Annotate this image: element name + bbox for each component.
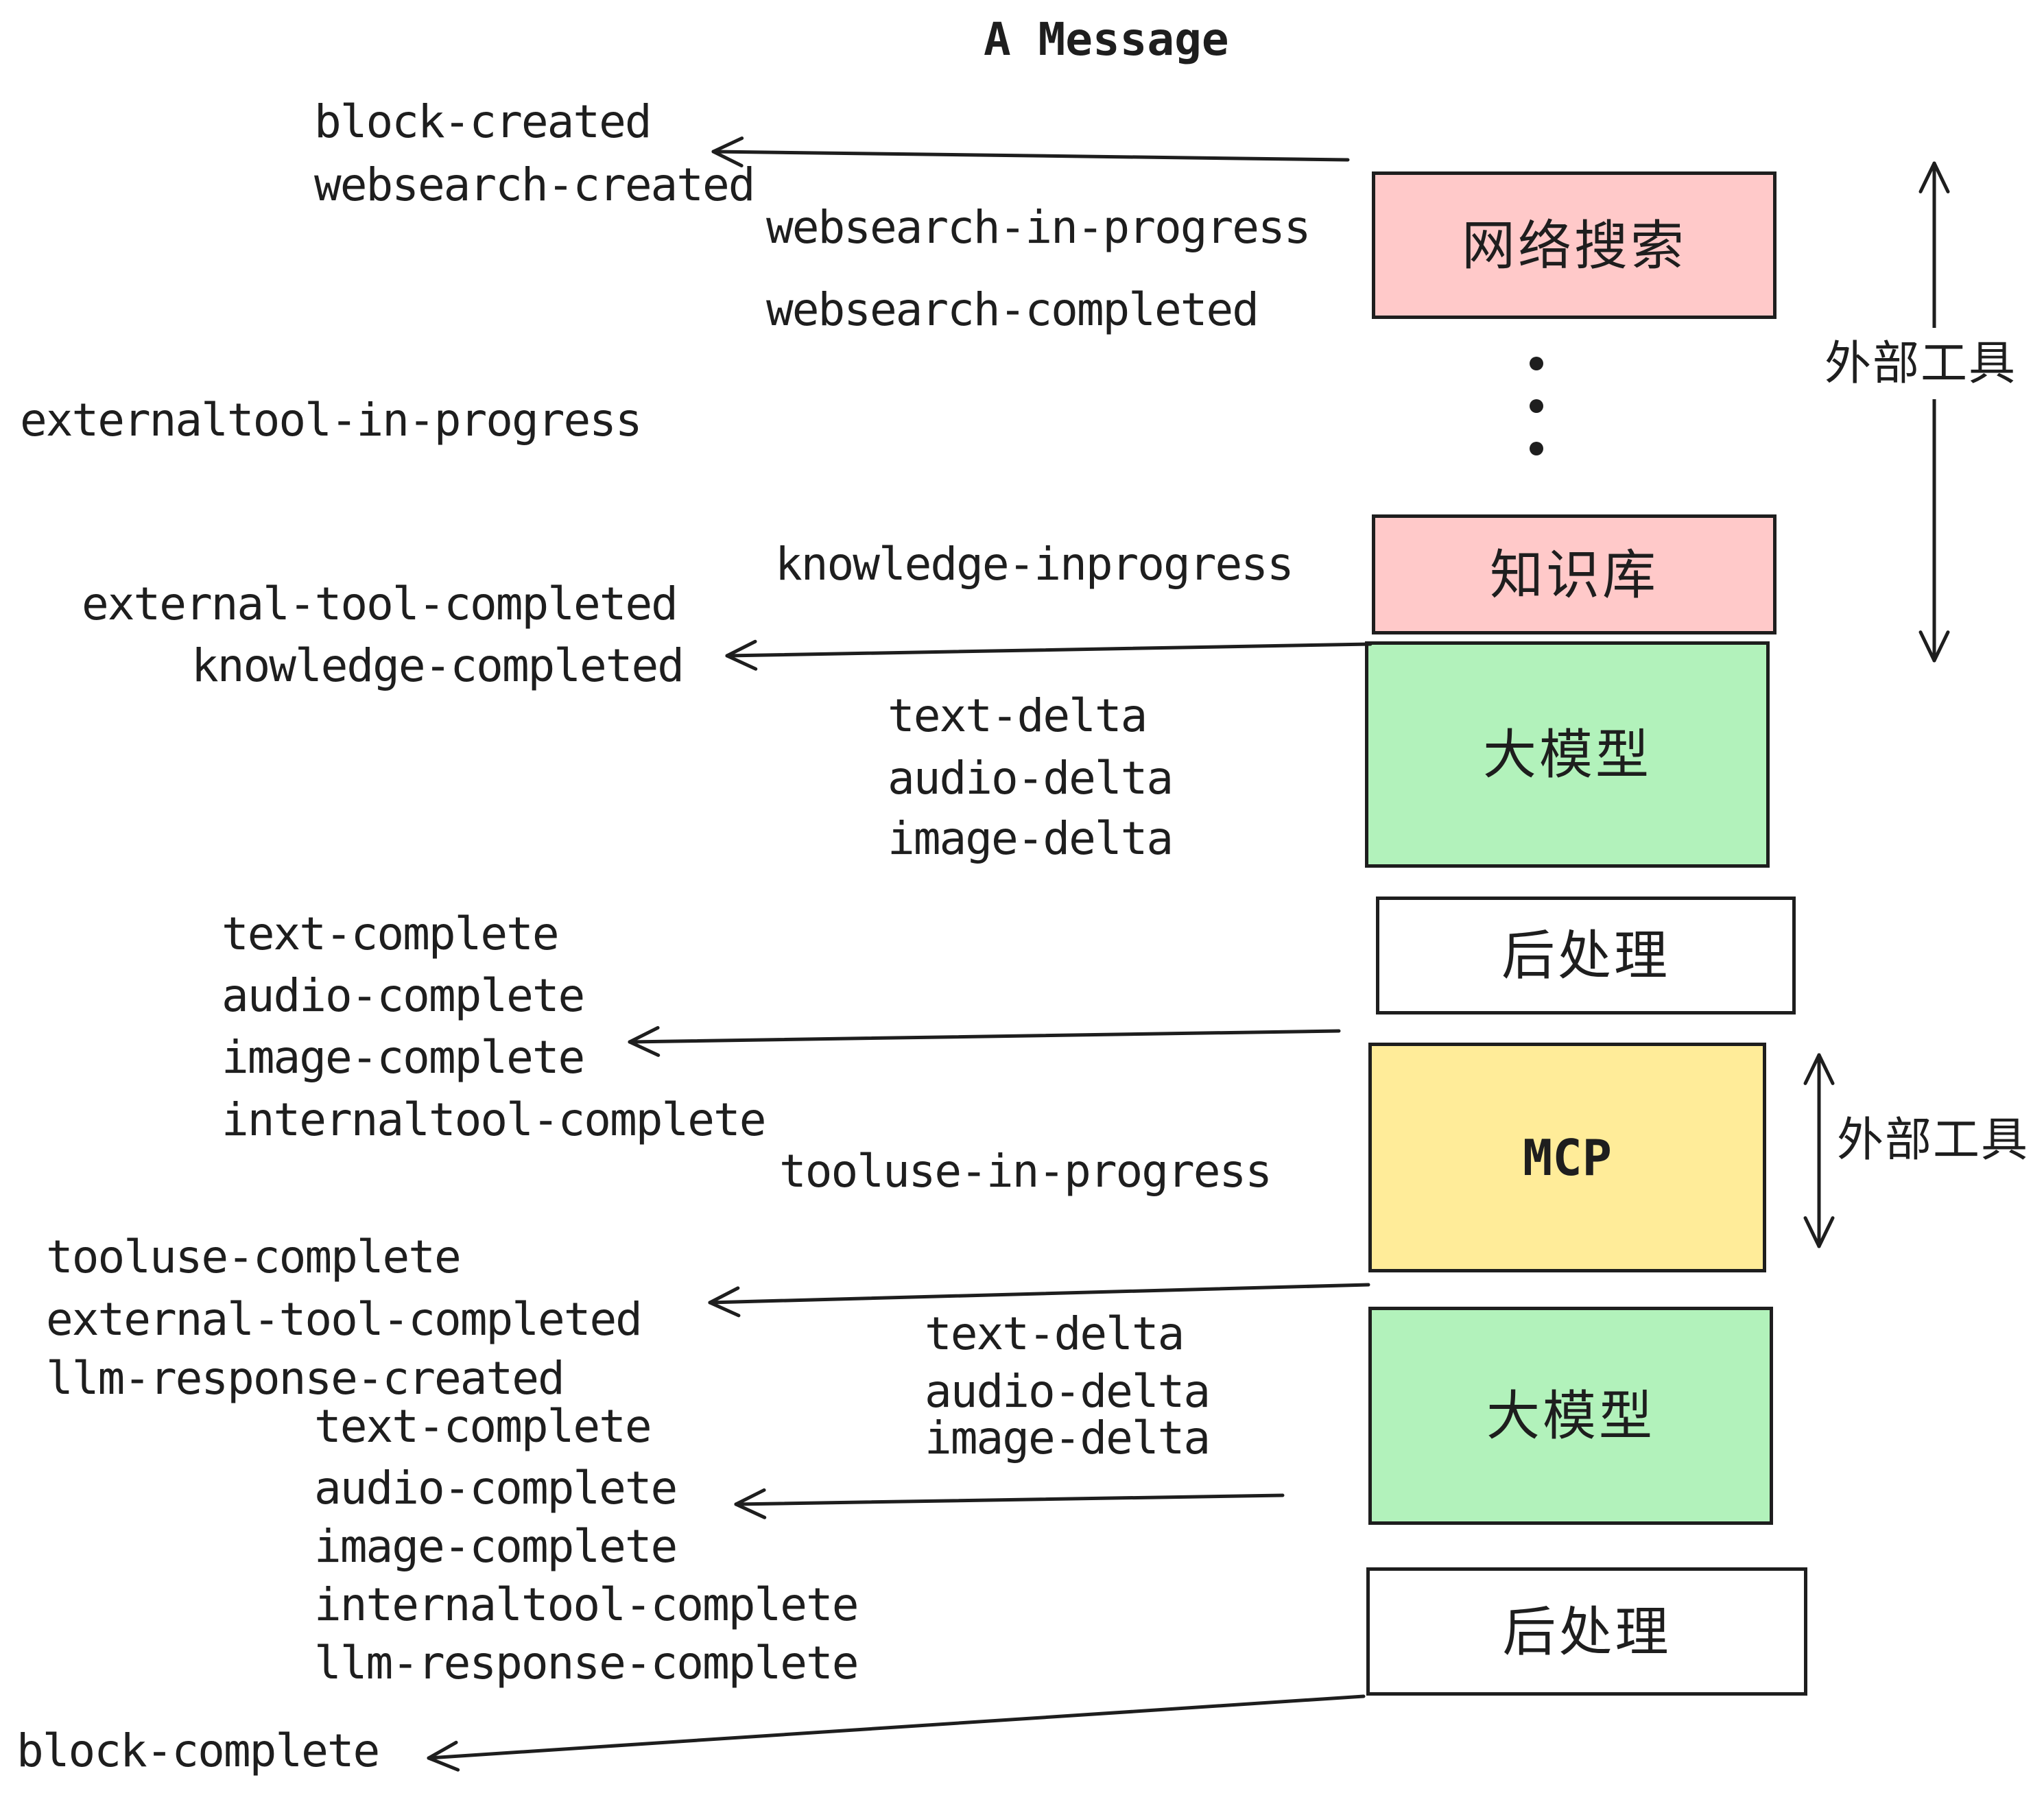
event-label-image-complete-2: image-complete [314,1520,678,1573]
external-tools-span-2-head [1817,1216,1835,1248]
external-tools-label-1: 外部工具 [1822,328,2020,399]
event-label-external-tool-completed-2: external-tool-completed [46,1293,643,1346]
event-label-websearch-in-progress: websearch-in-progress [766,201,1311,254]
ellipsis-dot [1530,357,1543,370]
arrow-to-audio-complete-head [734,1488,766,1506]
event-label-knowledge-completed: knowledge-completed [191,639,685,692]
ellipsis-dot [1530,442,1543,455]
event-label-llm-response-complete: llm-response-complete [314,1637,859,1689]
event-label-externaltool-in-progress: externaltool-in-progress [20,394,643,447]
event-label-text-delta-2: text-delta [925,1307,1185,1360]
arrow-to-block-created-head [711,137,744,154]
event-label-block-complete: block-complete [16,1724,380,1777]
box-postprocess-2-label: 后处理 [1502,1601,1672,1662]
event-label-text-complete-2: text-complete [314,1400,652,1453]
arrow-to-knowledge-completed-head [725,654,758,671]
box-mcp: MCP [1368,1043,1766,1272]
event-label-llm-response-created: llm-response-created [46,1352,565,1405]
external-tools-span-1-head [1932,630,1950,663]
box-mcp-label: MCP [1522,1128,1613,1187]
external-tools-span-1-head [1918,161,1936,193]
arrow-to-tooluse-complete-head [708,1301,741,1318]
arrow-to-audio-complete-line [734,1493,1285,1506]
arrow-to-tooluse-complete-head [708,1286,740,1305]
arrow-to-knowledge-completed-head [725,639,757,658]
event-label-knowledge-inprogress: knowledge-inprogress [775,538,1294,591]
external-tools-span-1-head [1932,161,1950,193]
event-label-tooluse-in-progress: tooluse-in-progress [779,1145,1272,1198]
ellipsis-dot [1530,399,1543,413]
arrow-to-image-complete-head [628,1025,660,1044]
box-postprocess-1-label: 后处理 [1501,925,1670,986]
event-label-audio-delta-1: audio-delta [888,752,1174,805]
box-knowledge: 知识库 [1372,514,1776,634]
event-label-websearch-created: websearch-created [314,158,756,211]
arrow-to-audio-complete-head [734,1502,767,1519]
external-tools-span-2-head [1803,1216,1821,1248]
external-tools-span-2-head [1817,1053,1835,1085]
event-label-image-complete-1: image-complete [222,1031,585,1084]
box-llm-2-label: 大模型 [1486,1386,1655,1446]
event-label-websearch-completed: websearch-completed [766,283,1259,336]
arrow-to-block-complete-head [427,1740,458,1760]
arrow-to-tooluse-complete-line [708,1283,1370,1305]
event-label-internaltool-complete-2: internaltool-complete [314,1578,859,1631]
arrow-to-image-complete-line [628,1029,1341,1044]
box-postprocess-1: 后处理 [1376,897,1796,1014]
arrow-to-block-complete-head [427,1756,460,1772]
event-label-text-delta-1: text-delta [888,689,1148,742]
box-llm-1-label: 大模型 [1482,724,1652,785]
event-label-external-tool-completed: external-tool-completed [82,578,678,630]
page-title: A Message [984,13,1229,66]
box-llm-2: 大模型 [1368,1307,1773,1525]
event-label-tooluse-complete: tooluse-complete [46,1231,462,1283]
external-tools-label-2: 外部工具 [1837,1114,2030,1166]
event-label-audio-delta-2: audio-delta [925,1365,1211,1418]
event-label-internaltool-complete-1: internaltool-complete [222,1093,766,1146]
event-label-image-delta-1: image-delta [888,812,1174,865]
event-label-image-delta-2: image-delta [925,1412,1211,1464]
box-websearch: 网络搜索 [1372,171,1776,319]
arrow-to-image-complete-head [628,1040,661,1057]
event-label-block-created: block-created [314,95,652,148]
external-tools-span-1-head [1918,630,1936,663]
external-tools-span-2-head [1803,1053,1821,1085]
arrow-to-block-created-line [711,150,1350,162]
box-postprocess-2: 后处理 [1366,1567,1807,1696]
arrow-to-block-complete-line [427,1694,1366,1760]
box-websearch-label: 网络搜索 [1461,215,1687,276]
event-label-text-complete-1: text-complete [222,907,560,960]
box-knowledge-label: 知识库 [1489,544,1659,605]
event-label-audio-complete-1: audio-complete [222,969,585,1022]
arrow-to-knowledge-completed-line [725,642,1372,658]
box-llm-1: 大模型 [1365,641,1770,868]
event-label-audio-complete-2: audio-complete [314,1462,678,1515]
